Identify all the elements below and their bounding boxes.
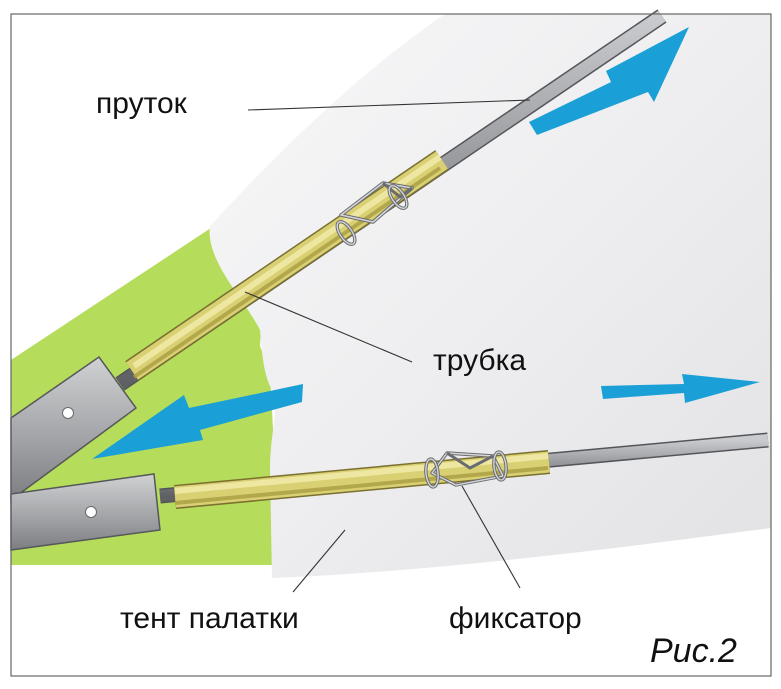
- leader-clip: [461, 485, 521, 589]
- tent-fabric: [209, 14, 771, 578]
- sleeve-upper-hole: [62, 407, 74, 419]
- label-tube: трубка: [433, 344, 526, 377]
- sleeve-lower-hole: [85, 506, 97, 518]
- tube-lower: [174, 451, 550, 508]
- arrow-down-left-icon: [92, 384, 303, 459]
- upper-pole: [10, 9, 667, 502]
- arrow-right-icon: [601, 374, 760, 403]
- leader-rod: [247, 99, 531, 111]
- leader-tube: [244, 291, 413, 363]
- leader-tent: [292, 529, 346, 593]
- label-tent: тент палатки: [120, 602, 299, 635]
- label-clip: фиксатор: [449, 602, 582, 635]
- clip-lower: [424, 450, 508, 489]
- arrow-icon: [92, 27, 760, 459]
- label-rod: пруток: [96, 87, 188, 120]
- lower-pole: [10, 432, 769, 551]
- diagram-frame: [10, 13, 772, 677]
- arrow-up-right-icon: [529, 27, 689, 135]
- clip-upper: [335, 181, 414, 246]
- leader-lines: [244, 99, 531, 593]
- figure-number: Рис.2: [650, 632, 737, 670]
